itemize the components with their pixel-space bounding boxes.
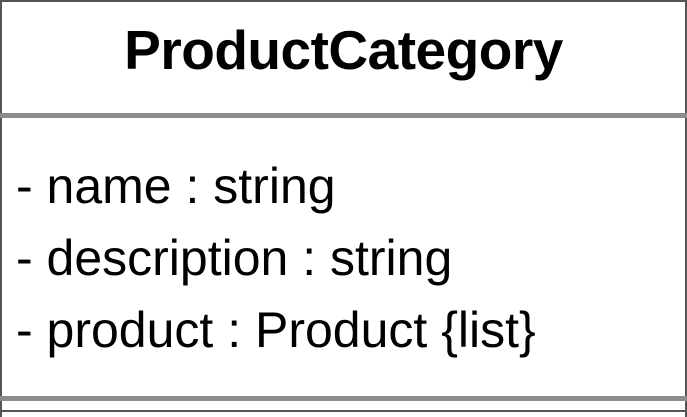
class-box-left-border xyxy=(0,0,2,417)
attributes-operations-divider xyxy=(0,396,687,401)
attribute-description: - description : string xyxy=(16,230,453,286)
attribute-product: - product : Product {list} xyxy=(16,302,536,358)
attribute-name: - name : string xyxy=(16,158,336,214)
operations-compartment-top xyxy=(0,410,687,412)
class-box-right-border xyxy=(685,0,687,417)
class-box-top-border xyxy=(0,0,687,2)
class-name: ProductCategory xyxy=(124,19,563,81)
name-attributes-divider xyxy=(0,113,687,118)
attribute-list: - name : string - description : string -… xyxy=(16,150,536,366)
